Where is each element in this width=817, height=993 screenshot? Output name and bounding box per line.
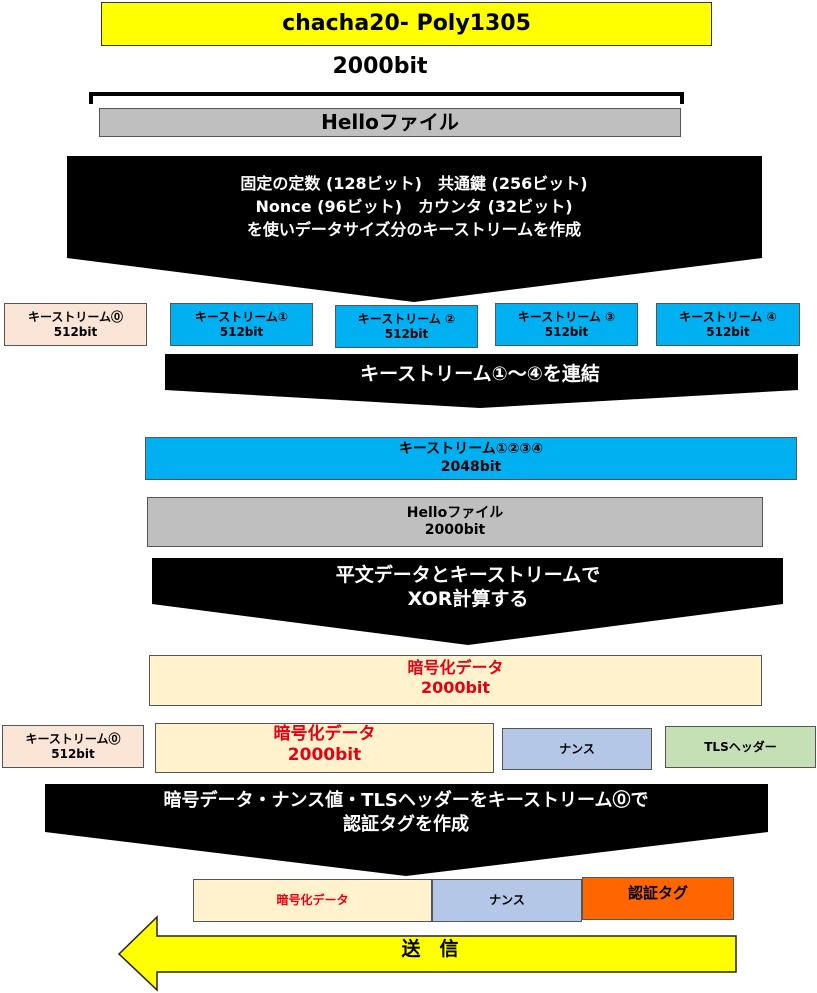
hello-file: Helloファイル 2000bit [147,497,763,547]
hello-file-top-label: Helloファイル [321,110,459,134]
keystream-2-bits: 512bit [384,326,429,341]
encrypted-data-auth-bits: 2000bit [287,745,362,766]
encrypted-data-auth: 暗号化データ 2000bit [155,723,494,773]
encrypted-data-auth-name: 暗号化データ [273,724,376,744]
arrow1-text: 固定の定数 (128ビット) 共通鍵 (256ビット) Nonce (96ビット… [100,172,728,241]
encrypted-data-bits: 2000bit [420,678,491,697]
encrypted-data-name: 暗号化データ [407,658,504,677]
arrow1-line2: Nonce (96ビット) カウンタ (32ビット) [255,197,573,216]
keystream-0: キーストリーム⓪ 512bit [4,303,147,346]
nonce-label: ナンス [559,741,595,756]
keystream-0-auth: キーストリーム⓪ 512bit [2,725,144,768]
arrow3-line2: XOR計算する [407,588,529,610]
combined-keystream: キーストリーム①②③④ 2048bit [145,437,797,480]
keystream-3-bits: 512bit [544,324,589,339]
keystream-3: キーストリーム ③ 512bit [495,303,638,346]
arrow2-text: キーストリーム①～④を連結 [360,363,600,385]
keystream-4: キーストリーム ④ 512bit [656,303,800,346]
auth-tag-label: 認証タグ [627,884,688,902]
keystream-0-name: キーストリーム⓪ [27,309,124,324]
keystream-4-name: キーストリーム ④ [679,309,777,324]
keystream-0-auth-bits: 512bit [51,746,95,761]
auth-tag: 認証タグ [582,877,734,920]
keystream-2: キーストリーム ② 512bit [335,305,478,348]
arrow3-line1: 平文データとキーストリームで [335,564,601,586]
arrow1-line3: を使いデータサイズ分のキーストリームを作成 [246,220,582,239]
keystream-3-name: キーストリーム ③ [517,309,616,324]
keystream-0-bits: 512bit [53,324,98,339]
final-nonce: ナンス [432,879,582,922]
arrow4-text: 暗号データ・ナンス値・TLSヘッダーをキーストリーム⓪で 認証タグを作成 [60,789,752,837]
keystream-1-name: キーストリーム① [194,309,289,324]
combined-keystream-name: キーストリーム①②③④ [398,441,544,457]
arrow4-line2: 認証タグを作成 [343,814,469,835]
title-box: chacha20- Poly1305 [101,2,712,46]
keystream-1: キーストリーム① 512bit [170,303,313,346]
keystream-0-auth-name: キーストリーム⓪ [25,731,121,746]
tls-header-box: TLSヘッダー [665,726,816,768]
final-nonce-label: ナンス [489,893,525,907]
keystream-1-bits: 512bit [219,324,264,339]
keystream-4-bits: 512bit [706,324,750,339]
final-encrypted-data: 暗号化データ [193,879,432,922]
tls-header-label: TLSヘッダー [704,739,777,754]
arrow3-text: 平文データとキーストリームで XOR計算する [200,563,736,611]
hello-file-name: Helloファイル [406,504,504,521]
bits-label: 2000bit [332,54,428,79]
combined-keystream-bits: 2048bit [440,458,502,475]
arrow1-line1: 固定の定数 (128ビット) 共通鍵 (256ビット) [240,174,588,193]
title-text: chacha20- Poly1305 [282,11,531,37]
encrypted-data: 暗号化データ 2000bit [149,655,762,706]
keystream-2-name: キーストリーム ② [357,311,456,326]
arrow4-line1: 暗号データ・ナンス値・TLSヘッダーをキーストリーム⓪で [163,790,649,811]
send-label: 送 信 [401,938,459,960]
hello-file-top: Helloファイル [99,108,681,137]
nonce-box: ナンス [502,728,652,770]
size-bracket [89,92,684,104]
hello-file-bits: 2000bit [424,522,486,538]
final-encrypted-label: 暗号化データ [276,893,349,907]
